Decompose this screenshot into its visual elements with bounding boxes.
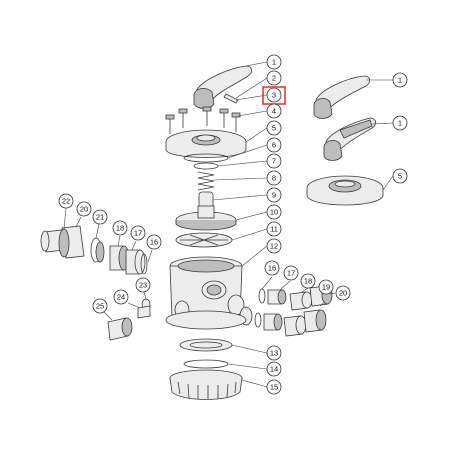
callout-16-left: 16 xyxy=(146,234,162,250)
rotor-gasket-part xyxy=(175,232,233,248)
pin-part xyxy=(223,93,239,104)
svg-text:16: 16 xyxy=(150,238,158,247)
inset-handle-b xyxy=(323,117,376,161)
callout-17-right: 17 xyxy=(283,265,299,281)
right-union-parts xyxy=(254,285,333,337)
svg-text:12: 12 xyxy=(270,242,278,251)
cover-part xyxy=(165,129,247,158)
callout-10: 10 xyxy=(266,204,282,220)
callout-3: 3 xyxy=(262,86,286,105)
svg-text:24: 24 xyxy=(117,293,125,302)
callout-15: 15 xyxy=(266,379,282,395)
callout-23: 23 xyxy=(135,277,151,293)
svg-text:5: 5 xyxy=(272,124,276,133)
callout-25: 25 xyxy=(92,298,108,314)
callout-11: 11 xyxy=(266,221,282,237)
svg-text:1: 1 xyxy=(398,119,402,128)
svg-text:11: 11 xyxy=(270,225,278,234)
svg-text:18: 18 xyxy=(116,224,124,233)
drain-parts xyxy=(107,298,151,341)
svg-text:13: 13 xyxy=(270,349,278,358)
callout-1: 1 xyxy=(266,54,282,70)
svg-text:23: 23 xyxy=(139,281,147,290)
callout-17-left: 17 xyxy=(130,225,146,241)
rotor-part xyxy=(175,205,237,231)
callout-18-right: 18 xyxy=(300,273,316,289)
callout-12: 12 xyxy=(266,238,282,254)
inset-cover xyxy=(306,175,384,206)
left-union-parts xyxy=(40,225,148,275)
o-ring-part xyxy=(193,162,219,170)
svg-text:1: 1 xyxy=(398,76,402,85)
svg-text:8: 8 xyxy=(272,174,276,183)
svg-text:10: 10 xyxy=(270,208,278,217)
valve-body-part xyxy=(165,256,253,330)
svg-text:7: 7 xyxy=(272,157,276,166)
svg-text:15: 15 xyxy=(270,383,278,392)
svg-text:20: 20 xyxy=(339,289,347,298)
handle-part xyxy=(193,65,252,109)
svg-text:5: 5 xyxy=(398,172,402,181)
svg-text:3: 3 xyxy=(272,91,276,100)
callout-9: 9 xyxy=(266,187,282,203)
leader-lines xyxy=(63,61,394,388)
callout-5: 5 xyxy=(266,120,282,136)
callout-21: 21 xyxy=(92,209,108,225)
callout-16-right: 16 xyxy=(264,260,280,276)
spring-part xyxy=(197,171,215,191)
svg-text:9: 9 xyxy=(272,191,276,200)
callout-inset-5: 5 xyxy=(392,168,408,184)
svg-text:17: 17 xyxy=(287,269,295,278)
callout-20-left: 20 xyxy=(76,201,92,217)
bottom-gasket-part xyxy=(179,338,233,352)
svg-text:2: 2 xyxy=(272,74,276,83)
callout-inset-1b: 1 xyxy=(392,115,408,131)
callout-inset-1a: 1 xyxy=(392,72,408,88)
bottom-o-ring-part xyxy=(183,359,229,369)
svg-text:25: 25 xyxy=(96,302,104,311)
callout-18-left: 18 xyxy=(112,220,128,236)
callout-7: 7 xyxy=(266,153,282,169)
callout-13: 13 xyxy=(266,345,282,361)
svg-text:19: 19 xyxy=(322,283,330,292)
callout-8: 8 xyxy=(266,170,282,186)
svg-text:4: 4 xyxy=(272,107,276,116)
callout-14: 14 xyxy=(266,361,282,377)
callout-22: 22 xyxy=(58,193,74,209)
screws-part xyxy=(165,106,241,134)
callout-6: 6 xyxy=(266,137,282,153)
inset-handle-a xyxy=(313,75,370,119)
svg-text:20: 20 xyxy=(80,205,88,214)
svg-text:22: 22 xyxy=(62,197,70,206)
callout-2: 2 xyxy=(266,70,282,86)
callout-24: 24 xyxy=(113,289,129,305)
callout-19: 19 xyxy=(318,279,334,295)
svg-text:16: 16 xyxy=(268,264,276,273)
svg-text:21: 21 xyxy=(96,213,104,222)
svg-text:1: 1 xyxy=(272,58,276,67)
svg-text:14: 14 xyxy=(270,365,278,374)
callout-4: 4 xyxy=(266,103,282,119)
svg-text:17: 17 xyxy=(134,229,142,238)
svg-text:6: 6 xyxy=(272,141,276,150)
callout-20-right: 20 xyxy=(335,285,351,301)
svg-text:18: 18 xyxy=(304,277,312,286)
bottom-nut-part xyxy=(169,369,243,400)
